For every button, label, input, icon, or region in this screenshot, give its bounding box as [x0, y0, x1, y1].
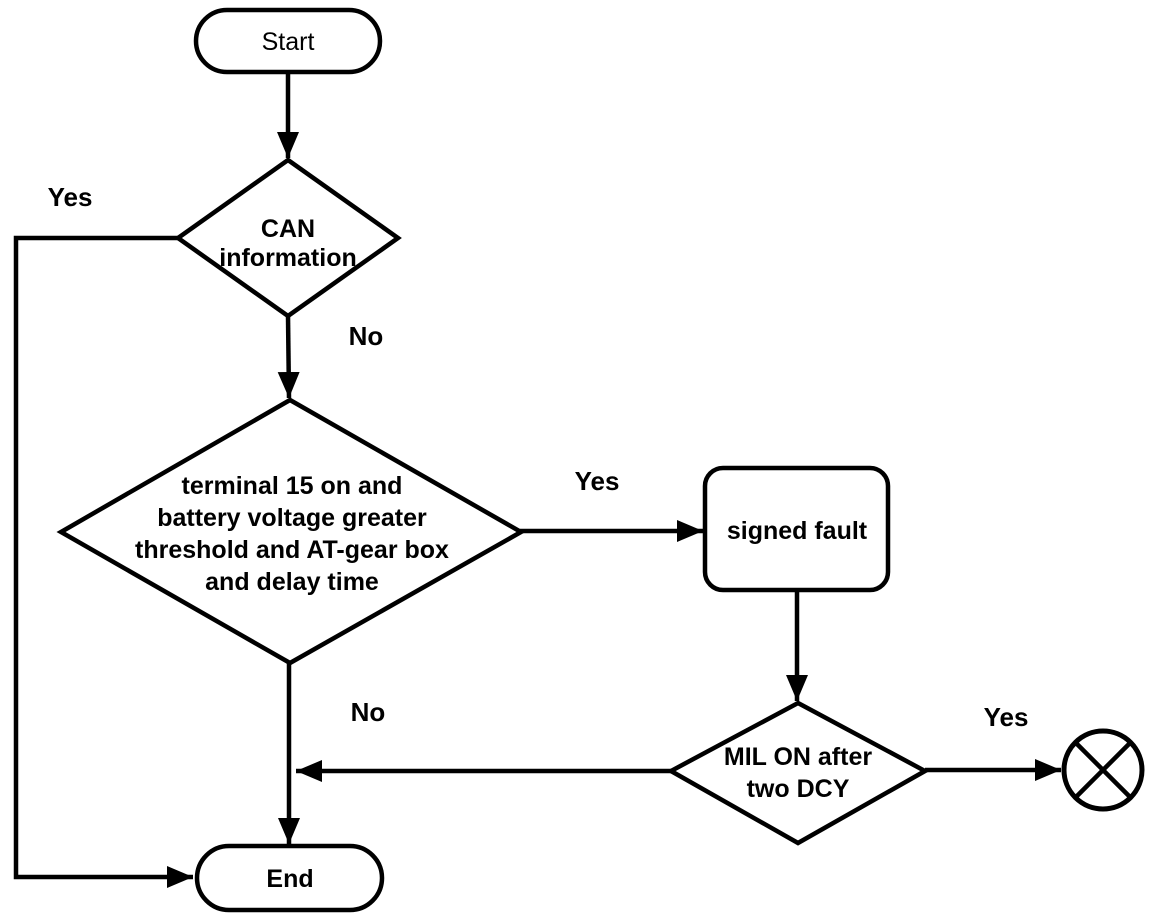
node-mil-decision: MIL ON after two DCY	[666, 700, 930, 846]
cond-decision-label-line1: terminal 15 on and	[182, 472, 403, 500]
can-decision-diamond	[174, 157, 402, 319]
node-cond-decision: terminal 15 on and battery voltage great…	[56, 397, 526, 666]
cond-decision-diamond	[56, 397, 526, 666]
node-can-decision: CAN information	[174, 157, 402, 319]
end-terminator-shape	[194, 843, 385, 913]
label-can-yes: Yes	[48, 182, 93, 212]
edge-can-no-to-cond	[277, 315, 300, 399]
node-end: End	[194, 843, 385, 913]
can-decision-label-line1: CAN	[261, 215, 315, 243]
cond-decision-label-line2: battery voltage greater	[157, 504, 427, 532]
label-cond-yes: Yes	[575, 466, 620, 496]
label-cond-no: No	[351, 697, 386, 727]
circle-x-diagonal-2	[1074, 741, 1132, 799]
mil-decision-label-line1: MIL ON after	[724, 743, 872, 771]
cond-decision-label-line4: and delay time	[205, 568, 379, 596]
edge-labels: Yes No Yes No Yes	[48, 182, 1029, 732]
label-can-no: No	[349, 321, 384, 351]
mil-decision-diamond	[666, 700, 930, 846]
edges	[13, 72, 1061, 888]
start-label: Start	[262, 28, 315, 56]
signed-fault-label: signed fault	[727, 517, 868, 545]
mil-decision-label-line2: two DCY	[747, 775, 850, 803]
can-decision-label-line2: information	[219, 244, 357, 272]
node-start: Start	[193, 7, 383, 75]
edge-can-yes-to-end	[13, 235, 193, 888]
end-label: End	[266, 865, 313, 893]
label-mil-yes: Yes	[984, 702, 1029, 732]
start-terminator-shape	[193, 7, 383, 75]
cond-decision-label-line3: threshold and AT-gear box	[135, 536, 449, 564]
signed-fault-box	[702, 465, 891, 593]
node-crossed-circle	[1061, 728, 1145, 812]
node-signed-fault: signed fault	[702, 465, 891, 593]
